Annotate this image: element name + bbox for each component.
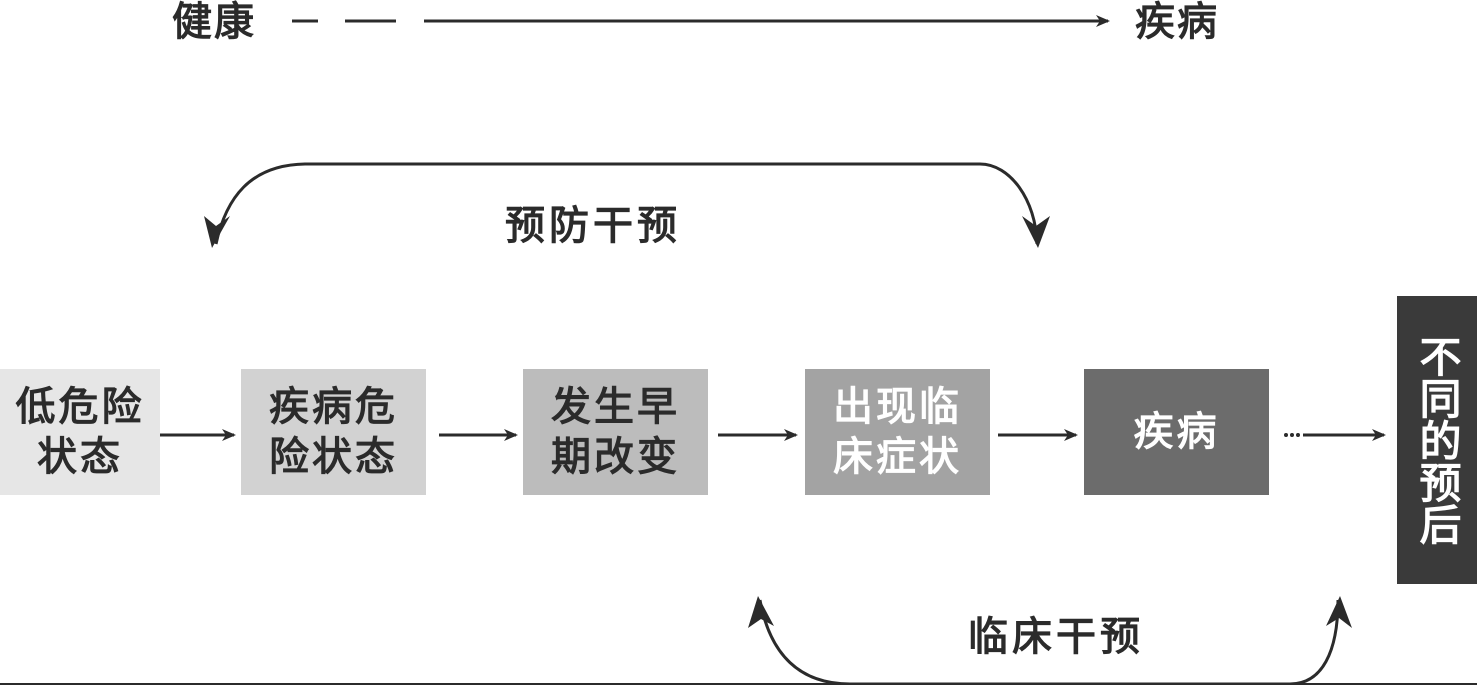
stage-clinical-symptoms-text: 出现临 床症状 <box>833 383 962 480</box>
continuation-dot-2 <box>1290 433 1294 437</box>
outcome-box: 不同的预后 <box>1397 296 1477 584</box>
stage-clinical-symptoms: 出现临 床症状 <box>805 369 990 495</box>
clinical-arrowhead-left <box>748 596 774 628</box>
stage-disease-text: 疾病 <box>1133 408 1220 455</box>
prevention-arrowhead-left <box>204 216 230 248</box>
health-label: 健康 <box>172 0 256 45</box>
stage-early-change: 发生早 期改变 <box>523 369 708 495</box>
prevention-intervention-arc <box>214 162 1039 245</box>
continuation-dot-3 <box>1296 433 1300 437</box>
prevention-intervention-label: 预防干预 <box>505 202 681 249</box>
disease-label: 疾病 <box>1135 0 1219 45</box>
stage-low-risk: 低危险 状态 <box>0 369 160 495</box>
stage-disease-risk: 疾病危 险状态 <box>241 369 426 495</box>
continuation-dot-1 <box>1284 433 1288 437</box>
clinical-arrowhead-right <box>1326 596 1352 628</box>
prevention-arrowhead-right <box>1022 216 1050 248</box>
clinical-intervention-label: 临床干预 <box>968 613 1144 660</box>
outcome-text: 不同的预后 <box>1413 335 1462 545</box>
stage-early-change-text: 发生早 期改变 <box>551 383 680 480</box>
stage-low-risk-text: 低危险 状态 <box>15 383 145 480</box>
stage-disease-risk-text: 疾病危 险状态 <box>269 383 398 480</box>
stage-disease: 疾病 <box>1084 369 1269 495</box>
